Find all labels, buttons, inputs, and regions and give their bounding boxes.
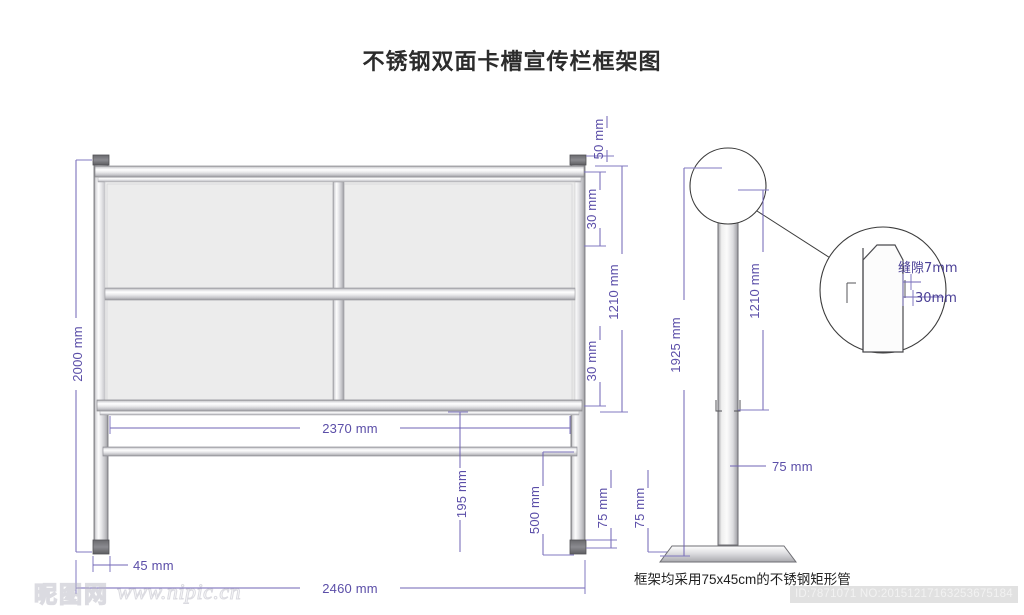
detail-post-profile — [862, 244, 904, 353]
dim-2370mm: 2370 mm — [322, 421, 378, 436]
dim-30mm-bottom: 30 mm — [584, 341, 599, 382]
dim-1925mm: 1925 mm — [668, 317, 683, 373]
image-id-badge: ID:7871071 NO:20151217163253675184 — [790, 586, 1018, 603]
dim-50mm: 50 mm — [591, 119, 606, 160]
dim-1210mm-side: 1210 mm — [747, 263, 762, 319]
panel-bottom-left — [106, 299, 334, 401]
dim-500mm: 500 mm — [527, 486, 542, 534]
side-base-plate — [659, 545, 797, 563]
dim-45mm: 45 mm — [133, 558, 174, 573]
watermark-brand: 昵图网 — [33, 581, 109, 608]
dim-2460mm: 2460 mm — [322, 581, 378, 596]
dim-75mm-front-b: 75 mm — [632, 488, 647, 529]
dim-30mm-top: 30 mm — [584, 189, 599, 230]
dim-75mm-front-a: 75 mm — [595, 488, 610, 529]
dim-2000mm: 2000 mm — [70, 326, 85, 382]
dim-gap-7mm: 缝隙7mm — [898, 261, 958, 276]
page-title: 不锈钢双面卡槽宣传栏框架图 — [362, 49, 662, 74]
panel-top-left — [106, 183, 334, 289]
material-note: 框架均采用75x45cm的不锈钢矩形管 — [634, 572, 851, 587]
dim-195mm: 195 mm — [454, 470, 469, 518]
side-view: 1925 mm 1210 mm 75 mm — [659, 147, 839, 563]
panel-bottom-right — [343, 299, 573, 401]
detail-callout-circle — [689, 147, 767, 225]
panel-top-right — [343, 183, 573, 289]
dim-75mm-side: 75 mm — [772, 459, 813, 474]
watermark: 昵图网 www.nipic.cn — [33, 575, 242, 609]
detail-view: 缝隙7mm 30mm — [819, 226, 958, 354]
lower-cross-brace — [102, 446, 578, 457]
dim-1210mm-front: 1210 mm — [606, 264, 621, 320]
front-view: 2000 mm 50 mm 30 mm 1210 mm 30 mm — [70, 116, 678, 596]
dim-slot-30mm: 30mm — [915, 291, 957, 306]
watermark-url: www.nipic.cn — [116, 578, 242, 604]
